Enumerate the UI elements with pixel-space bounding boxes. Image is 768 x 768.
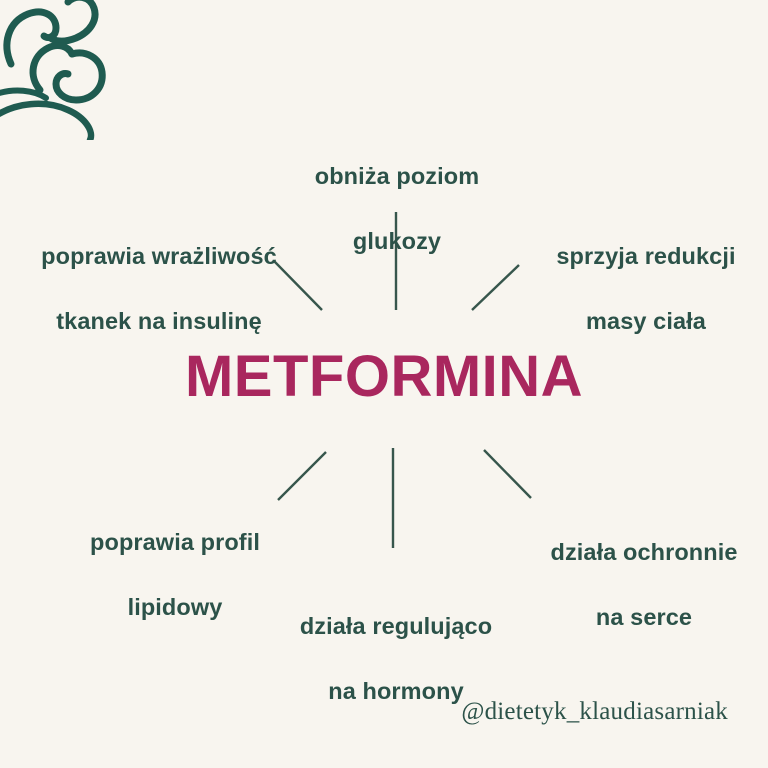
benefit-label-weight-reduction: sprzyja redukcji masy ciała — [526, 208, 766, 370]
page-title: METFORMINA — [184, 344, 584, 409]
social-handle: @dietetyk_klaudiasarniak — [461, 698, 728, 725]
benefit-line: poprawia wrażliwość — [41, 243, 277, 270]
benefit-label-glucose: obniża poziom glukozy — [262, 128, 532, 290]
connector-bottom-left — [277, 451, 327, 501]
benefit-line: masy ciała — [586, 308, 706, 335]
benefit-line: działa regulująco — [299, 613, 493, 640]
benefit-line: tkanek na insulinę — [56, 308, 262, 335]
benefit-label-lipid-profile: poprawia profil lipidowy — [50, 494, 300, 656]
benefit-label-hormone-regulation: działa regulująco na hormony — [268, 578, 524, 740]
benefit-line: na serce — [595, 604, 693, 631]
connector-bottom-right — [483, 449, 532, 499]
benefit-line: glukozy — [352, 228, 442, 255]
benefit-line: obniża poziom — [314, 163, 480, 190]
benefit-line: poprawia profil — [90, 529, 260, 556]
benefit-line: sprzyja redukcji — [556, 243, 736, 270]
benefit-line: na hormony — [328, 678, 464, 705]
benefit-label-heart-protection: działa ochronnie na serce — [524, 504, 764, 666]
decorative-swirl-icon — [0, 0, 106, 140]
benefit-label-insulin-sensitivity: poprawia wrażliwość tkanek na insulinę — [14, 208, 304, 370]
benefit-line: działa ochronnie — [550, 539, 738, 566]
benefit-line: lipidowy — [127, 594, 223, 621]
